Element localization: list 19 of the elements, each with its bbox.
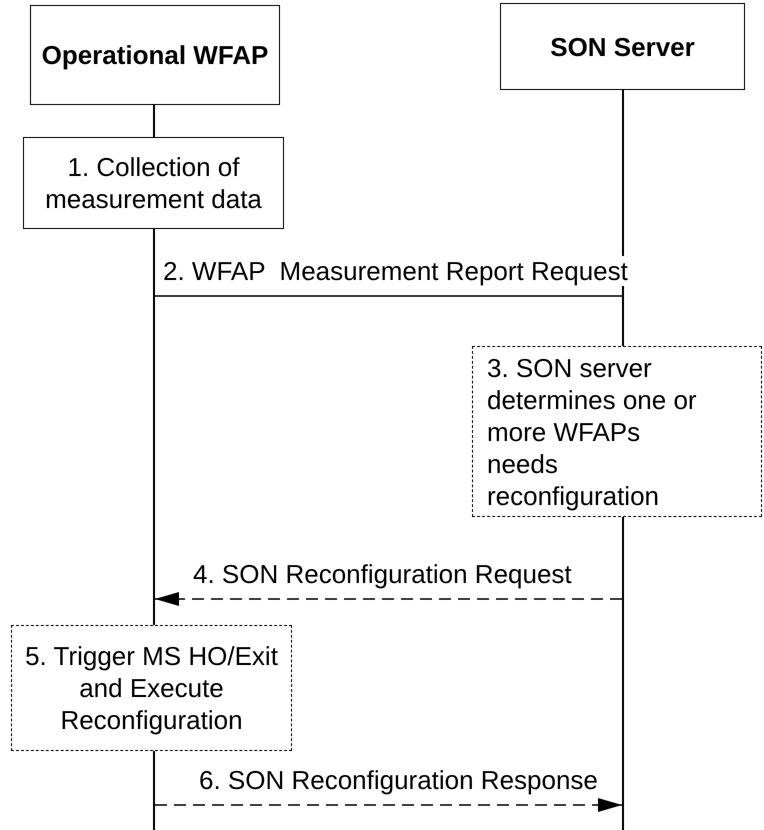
participant-box	[500, 3, 745, 90]
message-arrow	[155, 592, 622, 606]
step-text: 5. Trigger MS HO/Exit and Execute Reconfiguration	[24, 640, 279, 736]
participant-name: Operational WFAP	[42, 39, 268, 71]
lifeline	[153, 229, 155, 625]
lifeline	[153, 751, 155, 830]
message-line	[155, 295, 622, 297]
lifeline	[622, 517, 624, 830]
process-box	[11, 625, 292, 751]
message-arrow	[155, 798, 622, 812]
participant-name: SON Server	[550, 30, 695, 62]
participant-box	[30, 5, 280, 105]
step-text: 1. Collection of measurement data	[44, 151, 263, 215]
process-box	[472, 346, 762, 517]
edge-label: 2. WFAP Measurement Report Request	[163, 256, 628, 286]
lifeline	[622, 90, 624, 346]
process-box	[23, 137, 284, 229]
lifeline	[153, 105, 155, 137]
step-text: 3. SON server determines one or more WFAPs needs reconfiguration	[487, 352, 698, 512]
